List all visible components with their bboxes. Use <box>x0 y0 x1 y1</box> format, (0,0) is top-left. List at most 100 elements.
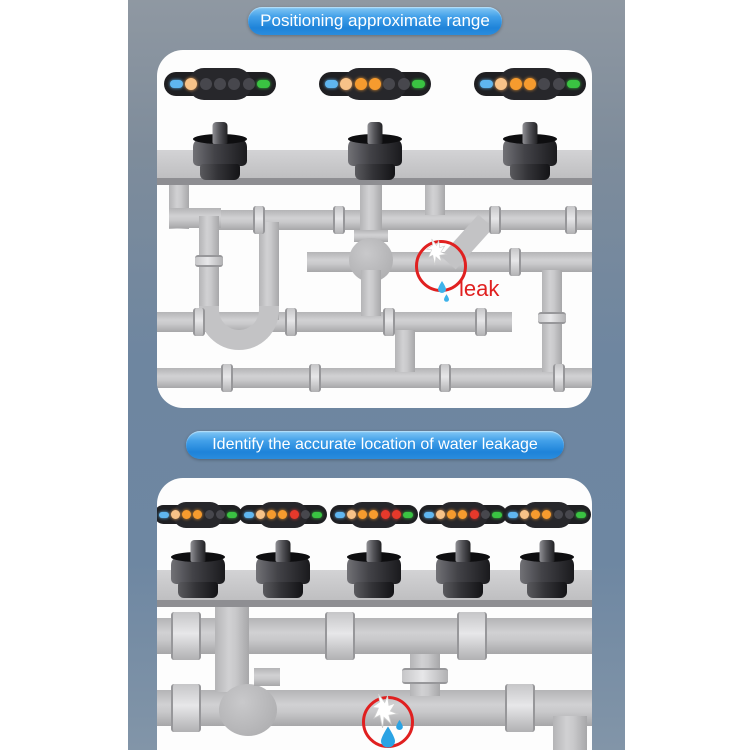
pipe-segment <box>553 716 587 750</box>
led-blue <box>325 80 338 88</box>
sensor-ring <box>510 164 550 180</box>
sensor-knob <box>366 540 382 562</box>
led-blue <box>335 511 345 518</box>
led-blue <box>424 511 434 518</box>
led-amber <box>171 510 181 519</box>
sensor-base <box>503 122 557 180</box>
pipe-u-trap <box>199 306 279 350</box>
water-drop-icon <box>444 294 449 302</box>
led-blue <box>244 511 254 518</box>
led-off <box>215 510 225 519</box>
led-red <box>289 510 299 519</box>
led-green <box>575 511 586 518</box>
pipe-coupling <box>221 364 233 392</box>
led-green <box>311 511 322 518</box>
pipe-segment <box>361 270 381 316</box>
led-orange <box>278 510 288 519</box>
led-amber <box>340 78 353 90</box>
led-orange <box>358 510 368 519</box>
led-off <box>480 510 490 519</box>
led-orange <box>509 78 522 90</box>
led-indicator-bar <box>419 505 507 524</box>
led-green <box>491 511 502 518</box>
pipe-coupling <box>171 612 201 660</box>
led-amber <box>495 78 508 90</box>
sensor-knob <box>212 122 228 144</box>
sensor-ring <box>354 582 394 598</box>
banner-bottom-label: Identify the accurate location of water … <box>212 436 538 453</box>
led-indicator-bar <box>503 505 591 524</box>
sensor-base <box>520 540 574 598</box>
led-blue <box>508 511 518 518</box>
led-off <box>228 78 241 90</box>
ball-valve <box>219 684 277 736</box>
led-amber <box>436 510 446 519</box>
pipe-coupling <box>383 308 395 336</box>
led-off <box>300 510 310 519</box>
pipe-coupling <box>565 206 577 234</box>
led-blue <box>170 80 183 88</box>
led-off <box>553 510 563 519</box>
pipe-coupling <box>553 364 565 392</box>
pipe-coupling <box>489 206 501 234</box>
led-indicator-bar <box>164 72 276 96</box>
panel-approximate-range: leak <box>157 50 592 408</box>
pipe-coupling <box>325 612 355 660</box>
led-orange <box>531 510 541 519</box>
pipe-coupling <box>333 206 345 234</box>
water-splash-icon <box>370 694 400 728</box>
sensor-knob <box>539 540 555 562</box>
led-orange <box>369 510 379 519</box>
led-amber <box>256 510 266 519</box>
led-green <box>226 511 237 518</box>
sensor-base <box>256 540 310 598</box>
banner-top-label: Positioning approximate range <box>260 11 490 30</box>
led-orange <box>458 510 468 519</box>
sensor-base <box>193 122 247 180</box>
led-off <box>564 510 574 519</box>
pipe-coupling <box>253 206 265 234</box>
sensor-base <box>348 122 402 180</box>
mounting-rail-edge <box>157 600 592 607</box>
leak-label: leak <box>459 276 500 301</box>
led-orange <box>523 78 536 90</box>
pipe-segment <box>199 216 219 320</box>
pipe-coupling <box>309 364 321 392</box>
led-green <box>566 80 580 88</box>
sensor-ring <box>200 164 240 180</box>
banner-accurate-location: Identify the accurate location of water … <box>186 431 564 459</box>
led-orange <box>182 510 192 519</box>
sensor-ring <box>527 582 567 598</box>
led-off <box>552 78 565 90</box>
led-blue <box>480 80 493 88</box>
sensor-knob <box>455 540 471 562</box>
pipe-coupling <box>285 308 297 336</box>
water-splash-icon <box>425 238 448 266</box>
led-green <box>411 80 425 88</box>
water-drop-icon <box>381 726 395 748</box>
sensor-knob <box>190 540 206 562</box>
led-blue <box>159 511 169 518</box>
sensor-ring <box>355 164 395 180</box>
pipe-coupling <box>439 364 451 392</box>
sensor-base <box>436 540 490 598</box>
led-off <box>242 78 255 90</box>
sensor-ring <box>443 582 483 598</box>
pipe-coupling <box>457 612 487 660</box>
led-indicator-bar <box>157 505 242 524</box>
water-drop-icon <box>396 720 403 730</box>
led-amber <box>347 510 357 519</box>
led-indicator-bar <box>474 72 586 96</box>
pipe-segment <box>425 185 445 215</box>
sensor-ring <box>178 582 218 598</box>
pipe-segment <box>157 368 592 388</box>
led-off <box>383 78 396 90</box>
pipe-coupling <box>505 684 535 732</box>
pipe-coupling <box>475 308 487 336</box>
led-indicator-bar <box>319 72 431 96</box>
led-indicator-bar <box>239 505 327 524</box>
led-orange <box>354 78 367 90</box>
pipe-segment <box>259 222 279 320</box>
led-off <box>397 78 410 90</box>
